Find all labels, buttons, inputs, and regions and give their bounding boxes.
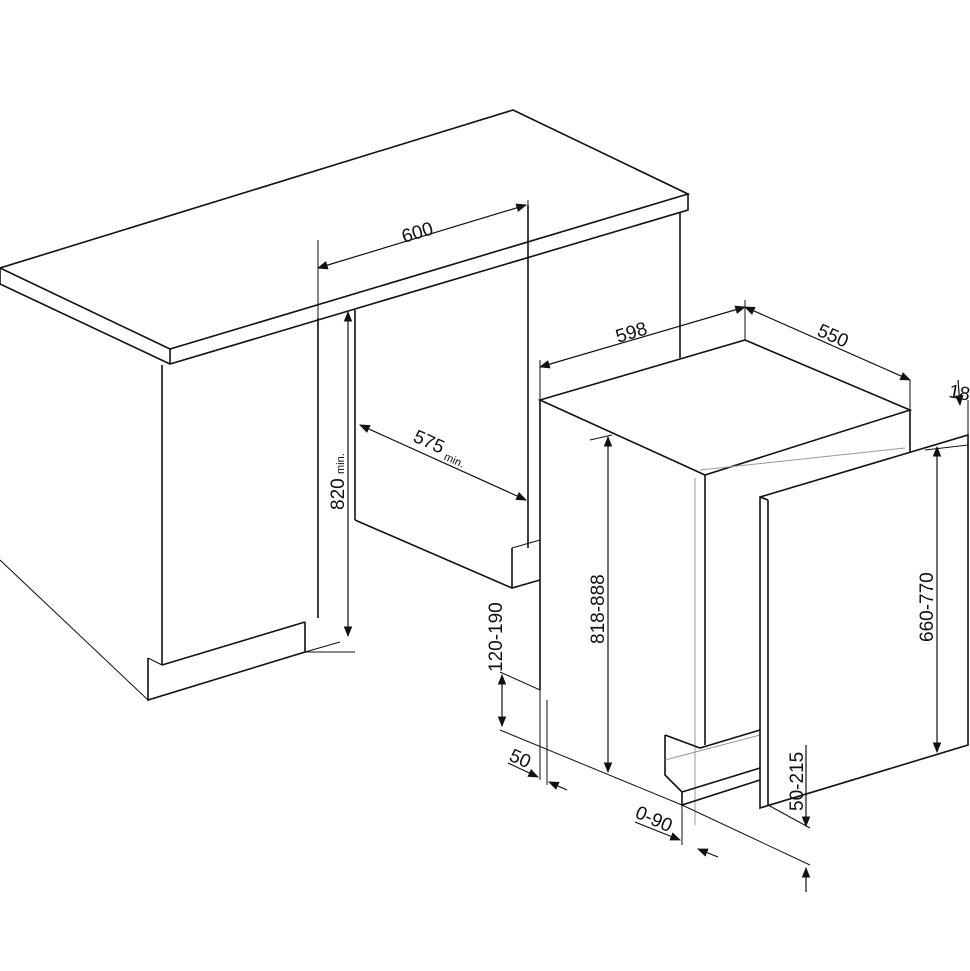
left-cabinet [0,318,341,702]
dim-appliance-width: 598 [613,318,649,347]
right-cabinet [354,205,681,589]
dim-foot-adjust: 0-90 [632,802,675,837]
door-panel [759,433,969,810]
dim-niche-height: 820 [328,478,349,510]
dim-niche-height-suffix: min. [335,453,347,474]
dim-door-bottom-gap: 50-215 [787,752,808,811]
dim-door-panel-height: 660-770 [917,572,938,642]
dim-niche-depth: 575 [410,426,448,458]
dishwasher [537,339,913,825]
dimension-lines [316,203,964,892]
reference-lines [305,200,969,866]
dim-plinth-offset: 50 [506,745,534,773]
dim-niche-width: 600 [399,218,435,247]
countertop [0,109,691,365]
dim-appliance-height: 818-888 [588,574,609,644]
dim-plinth-height: 120-190 [486,602,507,672]
dim-appliance-depth: 550 [814,320,852,352]
dim-panel-thickness: 18 [947,381,970,405]
